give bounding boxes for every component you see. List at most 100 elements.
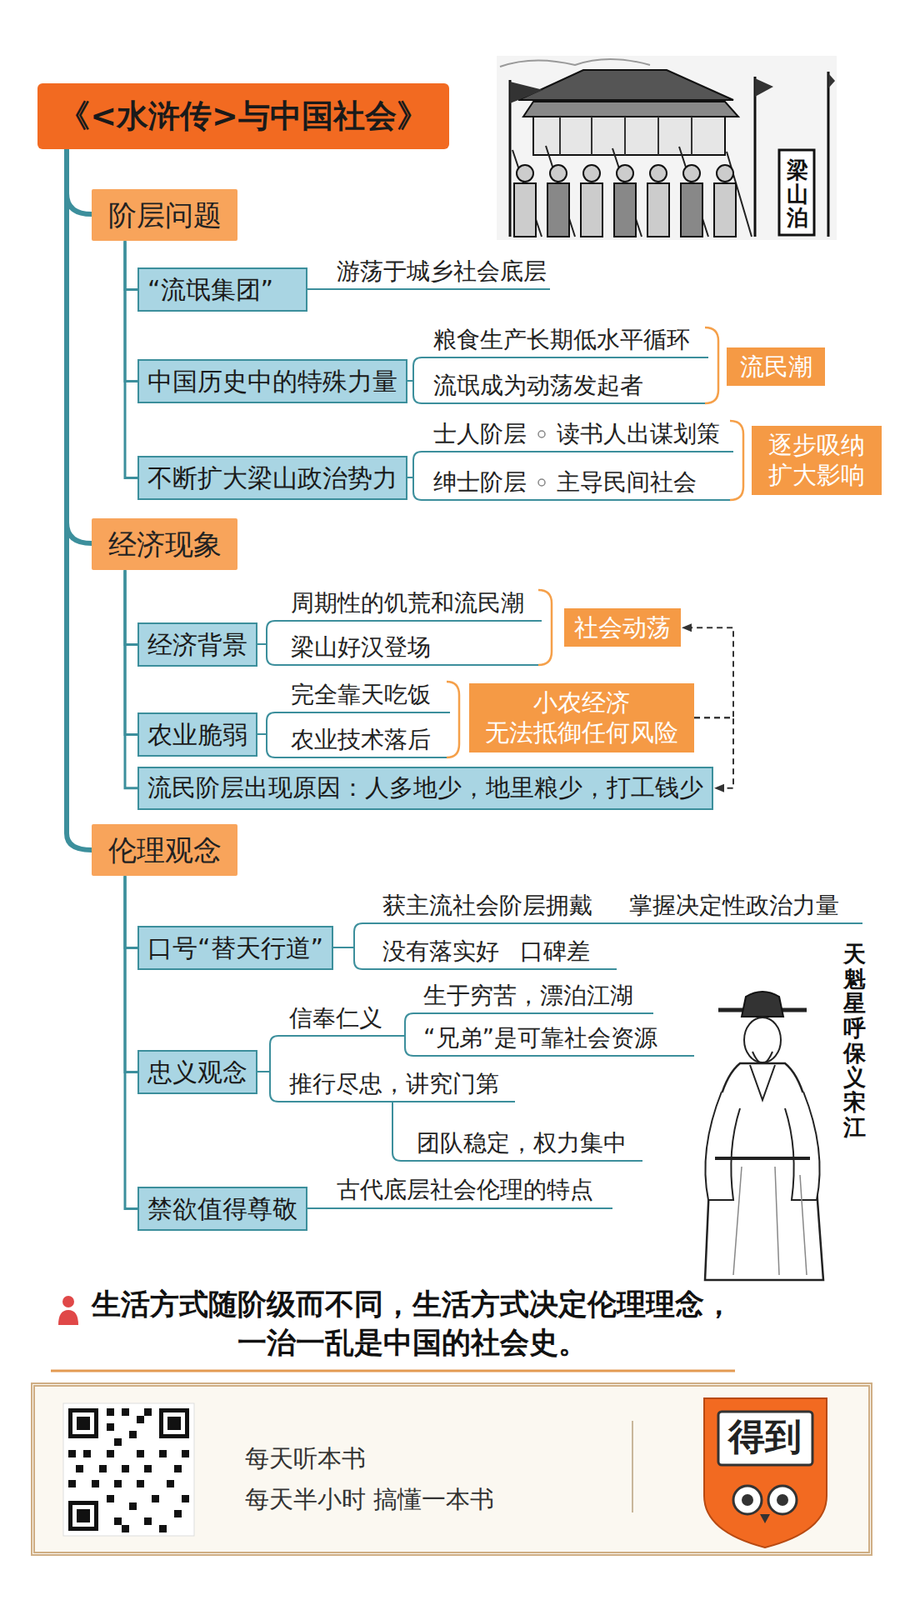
qr-finder xyxy=(167,1416,181,1430)
hall-wall xyxy=(533,116,725,155)
song-jiang-figure xyxy=(705,991,824,1280)
subtopic-box: 禁欲值得尊敬 xyxy=(137,1186,308,1231)
flag-pole xyxy=(510,71,829,237)
branch-text: 古代底层社会伦理的特点 xyxy=(336,1175,594,1205)
caption-rule xyxy=(50,1370,735,1373)
soldier-head xyxy=(516,165,534,182)
result-box: 流民潮 xyxy=(726,347,825,386)
flag xyxy=(828,73,835,89)
tree-connector xyxy=(125,570,138,735)
node-text: 农业脆弱 xyxy=(147,718,248,751)
soldiers xyxy=(514,165,736,237)
soldier-head xyxy=(550,165,567,182)
branch-text: 读书人出谋划策 xyxy=(556,420,720,449)
topic-box: 伦理观念 xyxy=(91,824,238,876)
soldier-head xyxy=(683,165,700,182)
result-box: 小农经济 无法抵御任何风险 xyxy=(469,683,695,753)
node-text: 禁欲值得尊敬 xyxy=(147,1192,298,1225)
branch-text: 掌握决定性政治力量 xyxy=(629,891,840,920)
hall-columns xyxy=(560,116,692,155)
person-icon-body xyxy=(58,1310,79,1325)
qr-finder xyxy=(72,1505,95,1527)
result-box: 社会动荡 xyxy=(564,608,681,647)
qr-finder xyxy=(76,1509,90,1523)
owl-eye xyxy=(768,1485,797,1515)
tree-connector xyxy=(125,875,138,948)
branch-text: 周期性的饥荒和流民潮 xyxy=(290,589,525,618)
spears xyxy=(512,145,752,237)
branch-text: 获主流社会阶层拥戴 xyxy=(382,891,593,920)
qr-modules xyxy=(68,1408,190,1533)
soldier-body xyxy=(680,183,703,237)
footer-divider xyxy=(631,1420,634,1513)
node-text: 每天半小时 搞懂一本书 xyxy=(245,1485,495,1515)
owl-pupil xyxy=(741,1494,754,1506)
branch-text: 绅士阶层 xyxy=(433,468,527,497)
owl-beak xyxy=(760,1514,770,1524)
node-text: 口号“替天行道” xyxy=(147,931,324,965)
hat xyxy=(741,991,784,1017)
branch-text: 推行尽忠，讲究门第 xyxy=(289,1070,500,1099)
soldier-head xyxy=(616,165,634,182)
banner xyxy=(779,150,815,235)
branch-text: 没有落实好 xyxy=(382,937,500,966)
tree-connector xyxy=(125,240,138,478)
branch-text: 信奉仁义 xyxy=(289,1004,383,1033)
soldier-body xyxy=(614,183,636,237)
caption-text: 生活方式随阶级而不同，生活方式决定伦理理念， 一治一乱是中国的社会史。 xyxy=(83,1285,742,1362)
subtopic-box: “流氓集团” xyxy=(137,267,308,312)
qr-finder xyxy=(72,1412,95,1435)
node-text: 小农经济 无法抵御任何风险 xyxy=(477,687,686,749)
subtopic-box: 农业脆弱 xyxy=(137,712,258,757)
node-text: 中国历史中的特殊力量 xyxy=(147,365,398,398)
branch-text: 团队稳定，权力集中 xyxy=(416,1129,627,1158)
person-icon-head xyxy=(62,1295,75,1308)
qr-finder xyxy=(68,1500,99,1531)
topic-box: 经济现象 xyxy=(91,518,238,570)
footer-ground xyxy=(30,1382,873,1556)
qr-finder xyxy=(163,1412,185,1435)
branch-text: 完全靠天吃饭 xyxy=(290,680,431,710)
node-text: 社会动荡 xyxy=(572,612,673,643)
soldier-head xyxy=(650,165,667,182)
qr-finder xyxy=(76,1416,90,1430)
soldier-head xyxy=(583,165,600,182)
result-box: 逐步吸纳 扩大影响 xyxy=(751,425,882,495)
node-text: 经济背景 xyxy=(147,628,248,661)
branch-text: 粮食生产长期低水平循环 xyxy=(433,325,690,355)
tree-connector xyxy=(125,240,138,381)
node-text: 不断扩大梁山政治势力 xyxy=(147,461,398,495)
soldier-body xyxy=(647,183,670,237)
footer-panel: 每天听本书每天半小时 搞懂一本书 xyxy=(30,1382,873,1556)
collar xyxy=(750,1065,775,1100)
subtopic-box: 中国历史中的特殊力量 xyxy=(137,359,408,404)
node-text: “流氓集团” xyxy=(147,273,298,306)
tree-connector xyxy=(125,570,138,645)
branch-text: 农业技术落后 xyxy=(290,725,431,755)
tree-connector xyxy=(125,875,138,1209)
smoke-stroke xyxy=(500,59,650,67)
subtopic-box: 忠义观念 xyxy=(137,1050,258,1095)
shield xyxy=(704,1398,827,1548)
branch-text: 生于穷苦，漂泊江湖 xyxy=(423,981,634,1010)
node-text: 每天听本书 xyxy=(245,1444,366,1474)
qr-code xyxy=(63,1403,195,1536)
sleeve xyxy=(785,1091,820,1200)
branch-text: 主导民间社会 xyxy=(556,468,697,497)
flag xyxy=(755,78,774,97)
node-text: 忠义观念 xyxy=(147,1055,248,1089)
soldier-head xyxy=(716,165,734,182)
subtopic-box: 经济背景 xyxy=(137,622,258,667)
node-text: 伦理观念 xyxy=(100,831,230,869)
topic-box: 阶层问题 xyxy=(91,189,238,241)
robe-folds xyxy=(733,1166,807,1275)
branch-text: 士人阶层 xyxy=(433,420,527,449)
soldier-body xyxy=(714,183,736,237)
logo-plate xyxy=(718,1411,813,1465)
node-text: 逐步吸纳 扩大影响 xyxy=(760,430,874,491)
separator-dot xyxy=(538,430,545,438)
trunk-line xyxy=(66,149,92,850)
soldier-body xyxy=(547,183,570,237)
tree-connector xyxy=(125,570,138,789)
